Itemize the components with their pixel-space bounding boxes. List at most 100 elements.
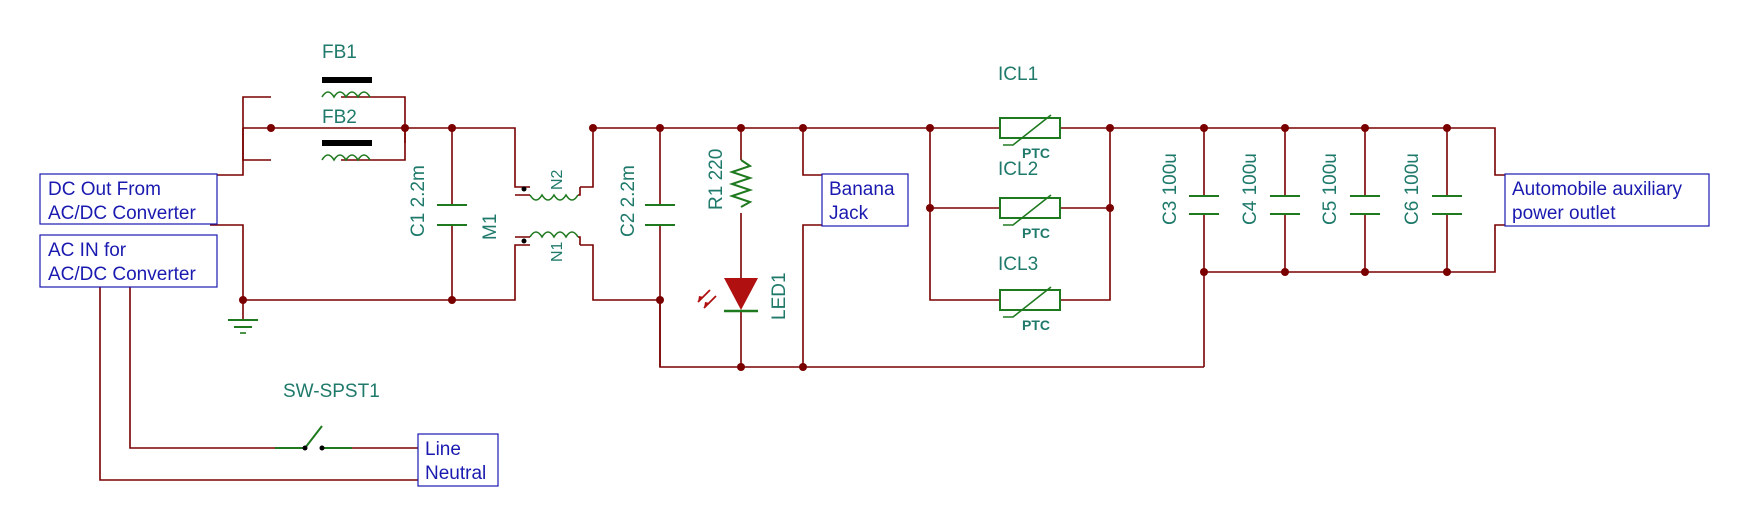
common-mode-choke-m1: M1 N2 N1 [480,169,581,262]
c2-label: C2 2.2m [618,165,639,237]
junction [401,124,409,132]
port-dc-out: DC Out From AC/DC Converter [39,173,218,225]
junction [737,363,745,371]
inductor-coil-icon [529,231,579,239]
capacitor-c5: C5 100u [1320,153,1380,225]
wire-fb2 [242,128,406,161]
wire-cap-top-legs [1203,128,1448,196]
inductor-coil-icon [321,91,371,99]
port-line-neutral: Line Neutral [417,433,499,487]
wire-n1-out [580,244,660,301]
n2-label: N2 [549,169,566,190]
junction [926,204,934,212]
ptc-body-icon [999,117,1061,139]
icl2-label: ICL2 [998,159,1038,180]
polarity-dot-icon [521,238,527,244]
capacitor-c4: C4 100u [1240,153,1300,225]
polarity-dot-icon [521,186,527,192]
wire-cap-bot-legs [1203,214,1448,272]
inductor-coil-icon [321,154,371,162]
port-line: AC/DC Converter [48,203,196,224]
wire-cap-top [1110,127,1505,176]
port-line: Line [425,439,461,460]
junction [799,124,807,132]
wires [99,96,1505,481]
resistor-zigzag-icon [728,159,754,208]
ptc-body-icon [999,289,1061,311]
ground-icon [228,319,258,334]
junction [267,124,275,132]
switch-lever-icon [304,425,323,449]
capacitor-c2: C2 2.2m [618,165,675,237]
icl1-label: ICL1 [998,64,1038,85]
fb1-label: FB1 [322,42,357,63]
junction [239,296,247,304]
port-automobile-outlet: Automobile auxiliary power outlet [1504,173,1710,227]
ptc-marking: PTC [1022,145,1050,161]
port-line: Banana [829,179,895,200]
m1-label: M1 [480,214,501,240]
r1-label: R1 220 [706,149,727,210]
capacitor-c3: C3 100u [1160,153,1219,225]
ptc-icl1: ICL1 PTC [998,64,1061,161]
port-line: DC Out From [48,179,161,200]
junction [1200,268,1208,276]
c1-label: C1 2.2m [408,165,429,237]
junction [448,124,456,132]
ptc-marking: PTC [1022,225,1050,241]
fb2-label: FB2 [322,107,357,128]
ferrite-core-icon [322,140,372,146]
ptc-body-icon [999,197,1061,219]
ptc-icl2: ICL2 PTC [998,159,1061,241]
ptc-slash-icon [1003,114,1052,146]
ptc-icl3: ICL3 PTC [998,254,1061,333]
wire-icl1 [930,127,1111,301]
wire-ac-neutral [99,287,418,481]
wire-fb1 [210,96,406,176]
junction [1443,124,1451,132]
wire-icl-left [929,128,1000,301]
junction [1281,124,1289,132]
c3-label: C3 100u [1160,153,1181,225]
c6-label: C6 100u [1402,153,1423,225]
junction [926,124,934,132]
junction [1281,268,1289,276]
wire-banana-top [802,128,822,176]
junction [1106,204,1114,212]
capacitor-c1: C1 2.2m [408,165,467,237]
switch-sw-spst1: SW-SPST1 [275,381,380,451]
wire-banana-bot [802,224,822,367]
port-line: Neutral [425,463,486,484]
port-line: AC IN for [48,240,127,261]
junctions [239,124,1451,371]
port-line: Jack [829,203,869,224]
inductor-coil-icon [529,193,579,201]
junction [448,296,456,304]
c4-label: C4 100u [1240,153,1261,225]
wire-gnd [210,224,530,301]
junction [656,296,664,304]
junction [1361,268,1369,276]
ptc-slash-icon [1003,286,1052,318]
junction [589,124,597,132]
ferrite-core-icon [322,77,372,83]
ferrite-bead-fb1: FB1 [321,42,372,99]
junction [737,124,745,132]
led-led1: LED1 [697,272,790,320]
wire-cap-bot [1204,224,1505,273]
port-line: AC/DC Converter [48,264,196,285]
port-ac-in: AC IN for AC/DC Converter [39,234,218,288]
n1-label: N1 [549,241,566,262]
junction [1200,124,1208,132]
wire-ac-line [129,287,275,449]
led1-label: LED1 [769,272,790,320]
junction [799,363,807,371]
junction [1106,124,1114,132]
port-banana-jack: Banana Jack [821,173,909,227]
icl3-label: ICL3 [998,254,1038,275]
resistor-r1: R1 220 [706,149,754,210]
junction [1443,268,1451,276]
sw-label: SW-SPST1 [283,381,380,402]
port-line: power outlet [1512,203,1616,224]
